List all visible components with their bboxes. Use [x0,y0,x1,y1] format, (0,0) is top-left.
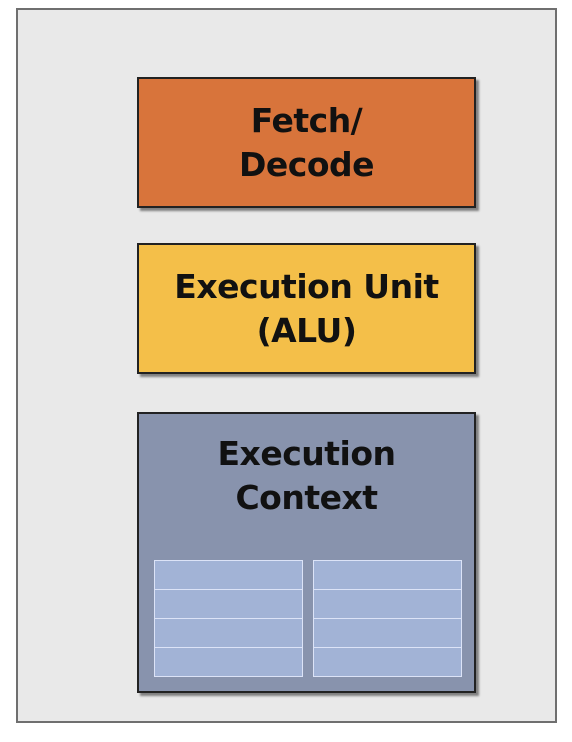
register-column-right [313,560,462,677]
register-cell [314,561,461,590]
execution-unit-label: Execution Unit (ALU) [174,267,439,350]
register-cell [155,619,302,648]
register-cell [314,590,461,619]
fetch-decode-block: Fetch/ Decode [137,77,476,208]
fetch-decode-label: Fetch/ Decode [238,101,375,184]
register-cell [314,619,461,648]
register-column-left [154,560,303,677]
register-cell [314,648,461,677]
register-cell [155,561,302,590]
execution-unit-block: Execution Unit (ALU) [137,243,476,374]
diagram-frame: Fetch/ Decode Execution Unit (ALU) Execu… [16,8,557,723]
register-cell [155,590,302,619]
execution-context-block: Execution Context [137,412,476,693]
execution-context-label: Execution Context [217,434,396,517]
register-cell [155,648,302,677]
